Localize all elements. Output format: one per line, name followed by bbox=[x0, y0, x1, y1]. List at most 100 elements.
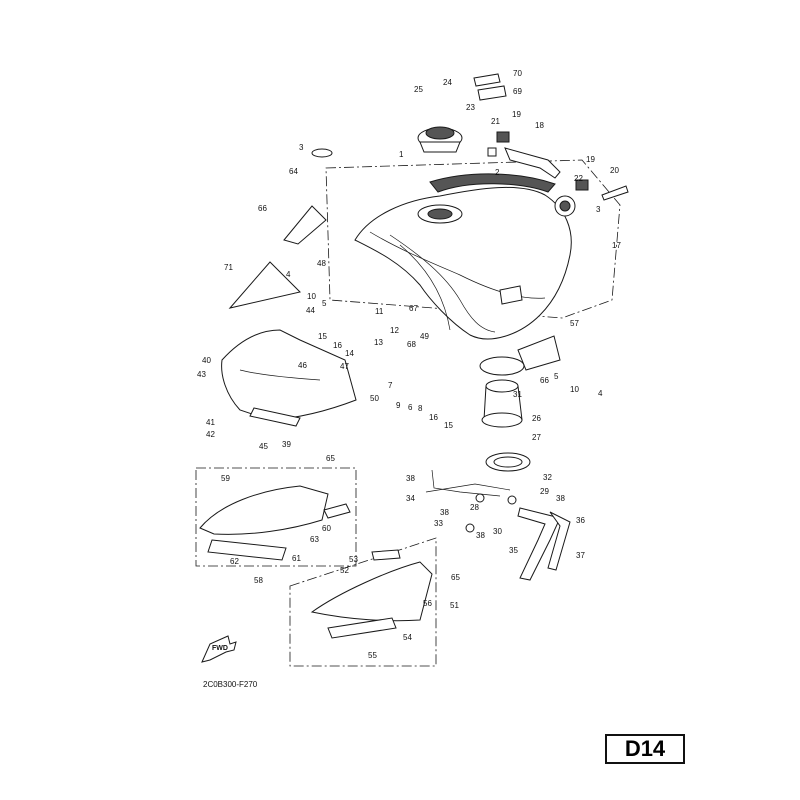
callout-52: 52 bbox=[340, 566, 349, 575]
callout-17: 17 bbox=[612, 241, 621, 250]
callout-31: 31 bbox=[513, 390, 522, 399]
callout-27: 27 bbox=[532, 433, 541, 442]
callout-38: 38 bbox=[476, 531, 485, 540]
callout-36: 36 bbox=[576, 516, 585, 525]
callout-26: 26 bbox=[532, 414, 541, 423]
callout-7: 7 bbox=[388, 381, 393, 390]
breather-bracket[interactable] bbox=[487, 131, 629, 217]
callout-34: 34 bbox=[406, 494, 415, 503]
callout-51: 51 bbox=[450, 601, 459, 610]
callout-55: 55 bbox=[368, 651, 377, 660]
callout-18: 18 bbox=[535, 121, 544, 130]
left-fairing[interactable] bbox=[221, 205, 561, 427]
callout-4: 4 bbox=[286, 270, 291, 279]
callout-23: 23 bbox=[466, 103, 475, 112]
callout-53: 53 bbox=[349, 555, 358, 564]
callout-68: 68 bbox=[407, 340, 416, 349]
gasket-ring bbox=[311, 148, 333, 158]
callout-57: 57 bbox=[570, 319, 579, 328]
callout-41: 41 bbox=[206, 418, 215, 427]
callout-45: 45 bbox=[259, 442, 268, 451]
callout-48: 48 bbox=[317, 259, 326, 268]
callout-5: 5 bbox=[554, 372, 559, 381]
callout-3: 3 bbox=[596, 205, 601, 214]
drawing-code: 2C0B300-F270 bbox=[203, 680, 258, 689]
callout-44: 44 bbox=[306, 306, 315, 315]
callout-16: 16 bbox=[333, 341, 342, 350]
callout-3: 3 bbox=[299, 143, 304, 152]
callout-13: 13 bbox=[374, 338, 383, 347]
callout-69: 69 bbox=[513, 87, 522, 96]
callout-10: 10 bbox=[307, 292, 316, 301]
callout-15: 15 bbox=[444, 421, 453, 430]
callout-9: 9 bbox=[396, 401, 401, 410]
fuel-cap[interactable] bbox=[417, 126, 463, 153]
callout-38: 38 bbox=[406, 474, 415, 483]
callout-62: 62 bbox=[230, 557, 239, 566]
callout-6: 6 bbox=[408, 403, 413, 412]
callout-1: 1 bbox=[399, 150, 404, 159]
callout-16: 16 bbox=[429, 413, 438, 422]
callout-25: 25 bbox=[414, 85, 423, 94]
callout-33: 33 bbox=[434, 519, 443, 528]
callout-70: 70 bbox=[513, 69, 522, 78]
callout-10: 10 bbox=[570, 385, 579, 394]
callout-2: 2 bbox=[495, 168, 500, 177]
callout-61: 61 bbox=[292, 554, 301, 563]
callout-32: 32 bbox=[543, 473, 552, 482]
left-side-cover[interactable] bbox=[199, 485, 351, 561]
fuel-pump[interactable] bbox=[479, 356, 531, 472]
callout-58: 58 bbox=[254, 576, 263, 585]
callout-24: 24 bbox=[443, 78, 452, 87]
callout-11: 11 bbox=[375, 307, 384, 316]
callout-66: 66 bbox=[540, 376, 549, 385]
callout-40: 40 bbox=[202, 356, 211, 365]
callout-43: 43 bbox=[197, 370, 206, 379]
callout-37: 37 bbox=[576, 551, 585, 560]
left-cover-group-box bbox=[195, 467, 357, 567]
callout-14: 14 bbox=[345, 349, 354, 358]
callout-8: 8 bbox=[418, 404, 423, 413]
callout-65: 65 bbox=[326, 454, 335, 463]
callout-21: 21 bbox=[491, 117, 500, 126]
right-side-cover[interactable] bbox=[310, 549, 433, 639]
callout-28: 28 bbox=[470, 503, 479, 512]
callout-54: 54 bbox=[403, 633, 412, 642]
fuel-tank-group-outline bbox=[325, 159, 621, 319]
callout-30: 30 bbox=[493, 527, 502, 536]
callout-38: 38 bbox=[556, 494, 565, 503]
callout-56: 56 bbox=[423, 599, 432, 608]
caution-label-70 bbox=[473, 73, 501, 87]
callout-67: 67 bbox=[409, 304, 418, 313]
callout-15: 15 bbox=[318, 332, 327, 341]
callout-63: 63 bbox=[310, 535, 319, 544]
callout-35: 35 bbox=[509, 546, 518, 555]
callout-29: 29 bbox=[540, 487, 549, 496]
callout-4: 4 bbox=[598, 389, 603, 398]
callout-65: 65 bbox=[451, 573, 460, 582]
callout-22: 22 bbox=[574, 174, 583, 183]
fuel-tank[interactable] bbox=[354, 173, 572, 340]
callout-66: 66 bbox=[258, 204, 267, 213]
callout-59: 59 bbox=[221, 474, 230, 483]
callout-60: 60 bbox=[322, 524, 331, 533]
callout-49: 49 bbox=[420, 332, 429, 341]
callout-64: 64 bbox=[289, 167, 298, 176]
callout-47: 47 bbox=[340, 362, 349, 371]
callout-12: 12 bbox=[390, 326, 399, 335]
callout-39: 39 bbox=[282, 440, 291, 449]
fuel-hoses[interactable] bbox=[425, 469, 571, 581]
page-identifier: D14 bbox=[605, 734, 685, 764]
fwd-label: FWD bbox=[212, 645, 228, 652]
callout-19: 19 bbox=[512, 110, 521, 119]
callout-50: 50 bbox=[370, 394, 379, 403]
right-cover-group-box bbox=[289, 537, 437, 667]
callout-5: 5 bbox=[322, 299, 327, 308]
forward-arrow-icon: FWD bbox=[201, 635, 237, 663]
callout-38: 38 bbox=[440, 508, 449, 517]
callout-19: 19 bbox=[586, 155, 595, 164]
callout-20: 20 bbox=[610, 166, 619, 175]
caution-label-69 bbox=[477, 85, 507, 101]
